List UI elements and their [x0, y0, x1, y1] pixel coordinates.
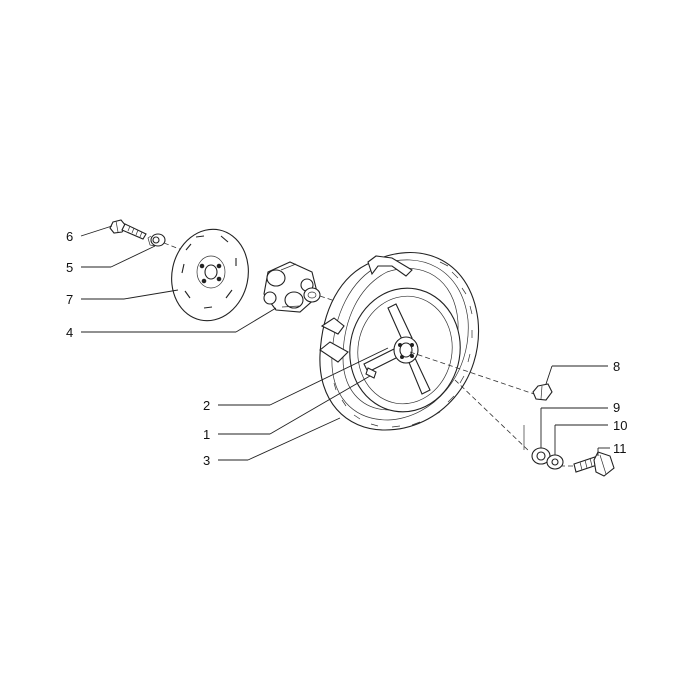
callout-1: 1 [203, 427, 210, 442]
brake-disc-part-7 [171, 228, 249, 322]
callout-7: 7 [66, 292, 73, 307]
wheel-assembly [319, 251, 480, 431]
washer-part-9 [523, 425, 551, 465]
callout-6: 6 [66, 229, 73, 244]
callout-5: 5 [66, 260, 73, 275]
callout-8: 8 [613, 359, 620, 374]
hub-part-4 [263, 261, 321, 313]
axle-bolt-part-11 [573, 451, 615, 477]
callout-2: 2 [203, 398, 210, 413]
callout-11: 11 [613, 441, 627, 456]
callout-9: 9 [613, 400, 620, 415]
leader-lines [80, 225, 610, 461]
callout-4: 4 [66, 325, 73, 340]
callout-10: 10 [613, 418, 627, 433]
spacer-part-10 [546, 454, 564, 470]
nut-part-8 [532, 383, 553, 401]
callout-3: 3 [203, 453, 210, 468]
bolt-part-6 [109, 219, 147, 240]
callout-labels: 6 5 7 4 2 1 3 8 9 10 11 [66, 229, 627, 468]
spacer-part-5 [147, 233, 166, 247]
